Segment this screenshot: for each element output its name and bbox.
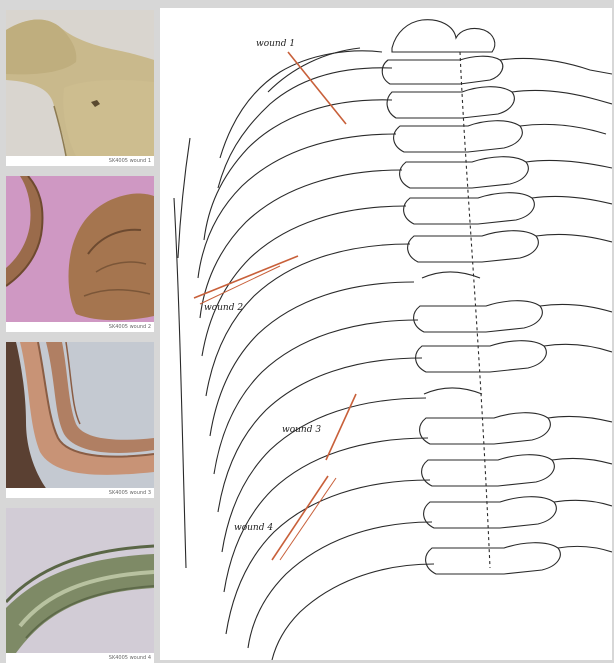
photo-panel-wound-4: SK4005 wound 4 xyxy=(6,508,154,663)
wound-4-label: wound 4 xyxy=(234,523,273,533)
photo-panel-wound-2: SK4005 wound 2 xyxy=(6,176,154,332)
wound-2-label: wound 2 xyxy=(204,303,243,313)
bone-photo-3 xyxy=(6,342,154,498)
photo-caption-4: SK4005 wound 4 xyxy=(105,653,151,663)
photo-caption-1: SK4005 wound 1 xyxy=(105,156,151,166)
photo-caption-2: SK4005 wound 2 xyxy=(105,322,151,332)
rib-cage-diagram: wound 1 wound 2 wound 3 wound 4 xyxy=(160,8,612,660)
wound-4-mark xyxy=(272,476,328,560)
wound-3-label: wound 3 xyxy=(282,425,321,435)
wound-1-mark xyxy=(288,52,346,124)
photo-panel-wound-1: SK4005 wound 1 xyxy=(6,10,154,166)
photo-panel-wound-3: SK4005 wound 3 xyxy=(6,342,154,498)
wound-1-label: wound 1 xyxy=(256,39,295,49)
bone-photo-4 xyxy=(6,508,154,663)
wound-4-mark-shadow xyxy=(280,478,336,560)
photo-caption-3: SK4005 wound 3 xyxy=(105,488,151,498)
rib-cage-diagram-panel: wound 1 wound 2 wound 3 wound 4 xyxy=(160,8,612,660)
bone-photo-1 xyxy=(6,10,154,166)
vertebral-column xyxy=(382,20,560,574)
bone-photo-2 xyxy=(6,176,154,332)
